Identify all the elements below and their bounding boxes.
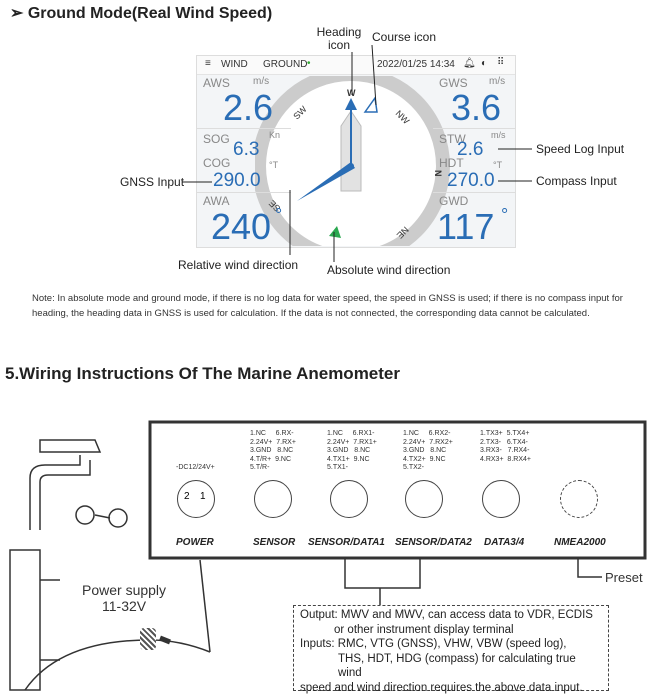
title-text: Ground Mode(Real Wind Speed) (27, 5, 273, 22)
cable-gland-icon (140, 628, 156, 650)
wiring-lines (9, 420, 647, 691)
compass-input-annotation: Compass Input (536, 174, 617, 188)
absolute-wind-marker (329, 226, 341, 238)
voltage-label: 11-32V (102, 598, 147, 614)
pin-1: 1 (200, 491, 206, 502)
sog-value: 6.3 (233, 139, 260, 160)
sensor-pinout: 1.NC 6.RX- 2.24V+ 7.RX+ 3.GND 8.NC 4.T/R… (250, 430, 296, 471)
stw-value: 2.6 (457, 139, 484, 160)
annotation-lines (182, 44, 532, 262)
pin-2: 2 (184, 491, 190, 502)
apps-grid-icon[interactable]: ⠿ (497, 57, 505, 68)
compass-dial: W SW NW N SE NE E (255, 76, 450, 246)
sensor-data2-label: SENSOR/DATA2 (395, 537, 472, 548)
stw-label: STW (439, 132, 466, 146)
awa-unit: ° (275, 205, 283, 225)
hdt-label: HDT (439, 156, 464, 170)
hdt-value: 270.0 (447, 170, 495, 191)
cog-unit: °T (269, 160, 279, 170)
wind-vane-icon (39, 439, 102, 453)
gwd-label: GWD (439, 194, 469, 208)
wiring-title: 5.Wiring Instructions Of The Marine Anem… (5, 364, 400, 383)
sensor-data2-connector (405, 480, 443, 518)
section-title: ➢ Ground Mode(Real Wind Speed) (10, 3, 272, 23)
compass-n: N (433, 170, 443, 177)
data34-connector (482, 480, 520, 518)
heading-icon (345, 98, 357, 110)
gwd-unit: ° (501, 205, 509, 225)
heading-annotation: Heading icon (316, 25, 362, 52)
nmea2000-connector (560, 480, 598, 518)
mode-wind[interactable]: WIND (221, 59, 248, 70)
power-label: POWER (176, 537, 214, 548)
speed-log-annotation: Speed Log Input (536, 142, 625, 156)
aws-label: AWS (203, 76, 230, 90)
power-supply-label: Power supply (82, 582, 167, 598)
output-line: or other instrument display terminal (334, 623, 514, 636)
cup-icon (75, 505, 95, 525)
gws-unit: m/s (489, 76, 506, 87)
course-annotation: Course icon (372, 30, 437, 44)
inputs-line: Inputs: RMC, VTG (GNSS), VHW, VBW (speed… (300, 638, 567, 650)
brightness-icon[interactable]: ◐ (481, 58, 488, 69)
aws-value: 2.6 (223, 87, 274, 128)
bell-icon[interactable]: 🔔︎ (463, 58, 476, 69)
relative-wind-annotation: Relative wind direction (178, 258, 299, 272)
aws-unit: m/s (253, 76, 270, 87)
sensor-label: SENSOR (253, 537, 296, 548)
hdt-unit: °T (493, 160, 503, 170)
sog-label: SOG (203, 132, 230, 146)
cog-value: 290.0 (213, 170, 261, 191)
gnss-input-annotation: GNSS Input (120, 175, 185, 189)
note-text: Note: In absolute mode and ground mode, … (32, 293, 623, 319)
status-dot-icon: • (307, 58, 311, 69)
menu-icon[interactable]: ≡ (205, 58, 211, 69)
sensor-data2-pinout: 1.NC 6.RX2- 2.24V+ 7.RX2+ 3.GND 8.NC 4.T… (403, 430, 453, 471)
inputs-line: THS, HDT, HDG (compass) for calculating … (338, 652, 576, 680)
preset-label: Preset (605, 570, 643, 585)
display-screen: ≡ WIND GROUND • 2022/01/25 14:34 🔔︎ ◐ ⠿ … (196, 55, 516, 248)
data34-label: DATA3/4 (484, 537, 525, 548)
sog-unit: Kn (269, 130, 281, 140)
absolute-wind-annotation: Absolute wind direction (327, 263, 451, 277)
awa-label: AWA (203, 194, 230, 208)
nmea2000-label: NMEA2000 (554, 537, 606, 548)
relative-wind-pointer (297, 162, 355, 201)
sensor-connector (254, 480, 292, 518)
stw-unit: m/s (491, 130, 506, 140)
junction-box (148, 420, 647, 560)
output-line: Output: MWV and MWV, can access data to … (300, 609, 593, 621)
data34-pinout: 1.TX3+ 5.TX4+ 2.TX3- 6.TX4- 3.RX3- 7.RX4… (480, 430, 531, 463)
sensor-data1-connector (330, 480, 368, 518)
datetime: 2022/01/25 14:34 (377, 59, 455, 70)
bullet: ➢ (10, 5, 24, 22)
mode-ground[interactable]: GROUND (263, 59, 308, 70)
inputs-line: speed and wind direction requires the ab… (300, 681, 583, 694)
gws-value: 3.6 (451, 87, 502, 128)
sensor-data1-pinout: 1.NC 6.RX1- 2.24V+ 7.RX1+ 3.GND 8.NC 4.T… (327, 430, 377, 471)
gwd-value: 117 (437, 206, 495, 247)
status-bar: ≡ WIND GROUND • 2022/01/25 14:34 🔔︎ ◐ ⠿ (197, 56, 515, 75)
sensor-data1-label: SENSOR/DATA1 (308, 537, 385, 548)
output-info-box: Output: MWV and MWV, can access data to … (293, 605, 609, 694)
power-connector: 2 1 (177, 480, 215, 518)
mast-pipe (39, 460, 91, 530)
power-pinout: -DC12/24V+ (176, 464, 215, 471)
cog-label: COG (203, 156, 231, 170)
mounting-bracket (9, 549, 41, 691)
awa-value: 240 (211, 206, 272, 247)
gws-label: GWS (439, 76, 468, 90)
